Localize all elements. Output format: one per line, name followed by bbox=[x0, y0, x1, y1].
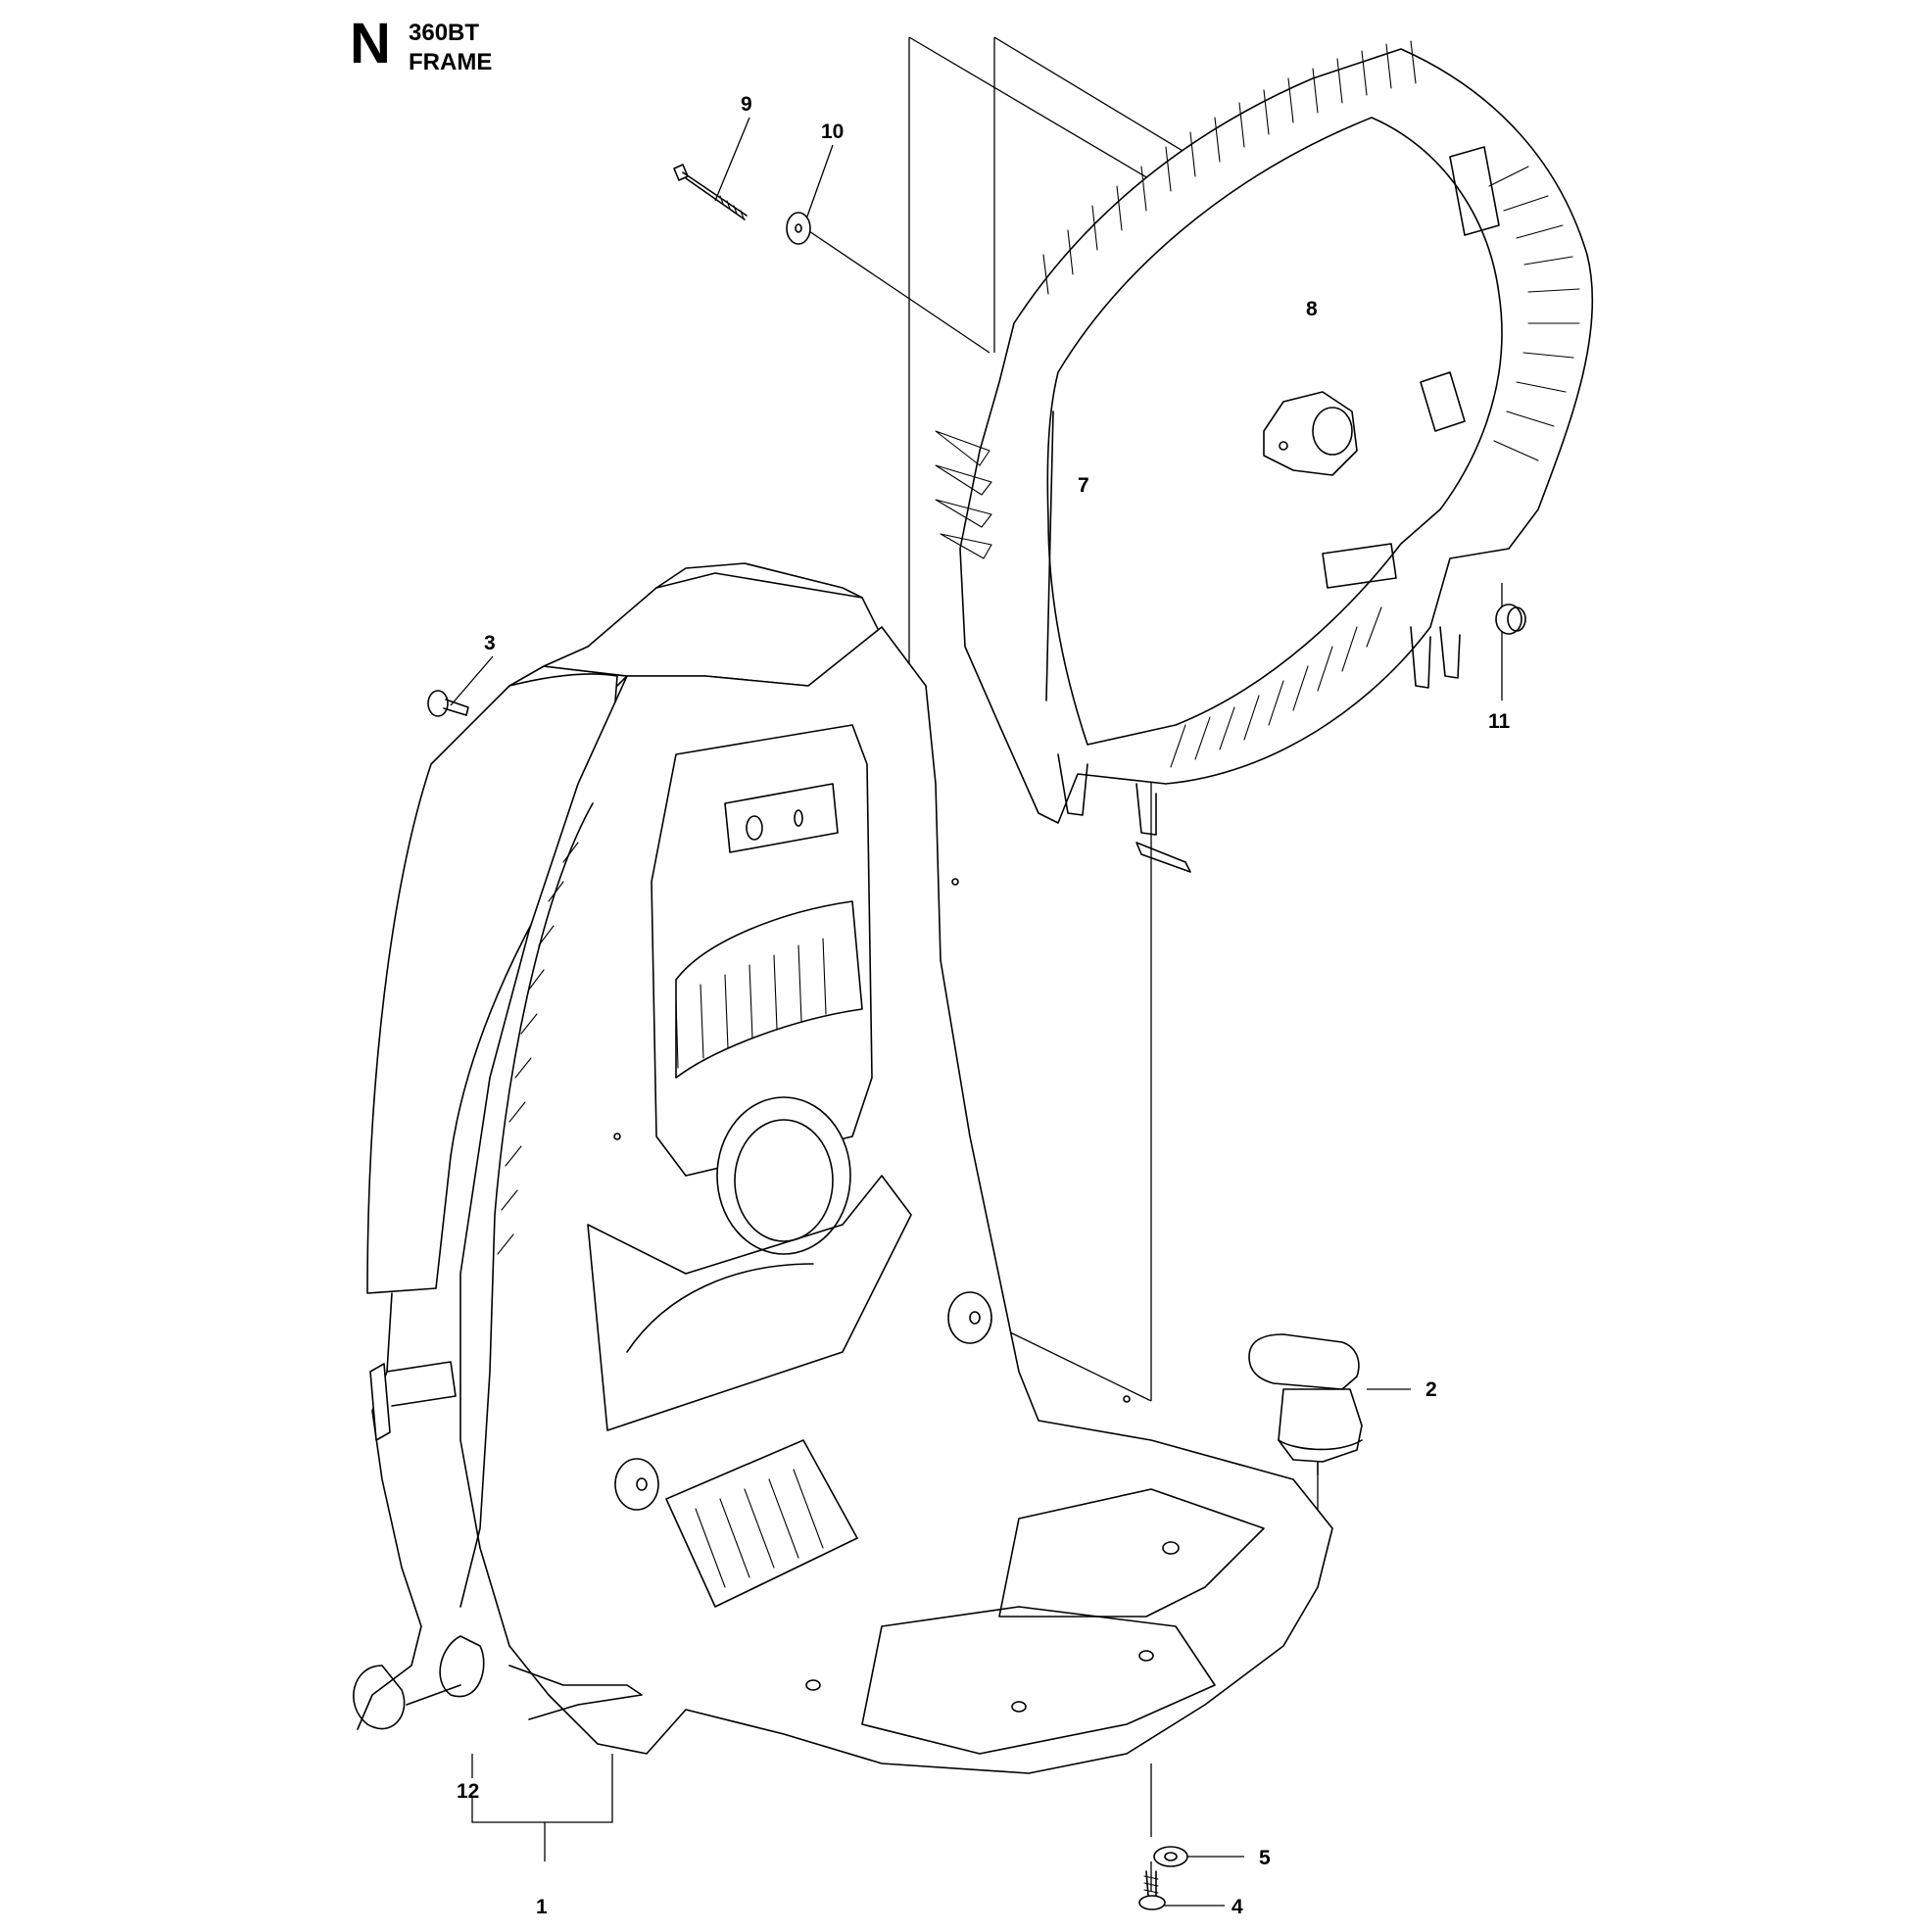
callout-9: 9 bbox=[741, 93, 752, 116]
washer-part-5 bbox=[1153, 1846, 1188, 1867]
screw-part-4 bbox=[1138, 1870, 1166, 1910]
model-number: 360BT bbox=[409, 20, 480, 46]
callout-12: 12 bbox=[457, 1780, 479, 1803]
callout-10: 10 bbox=[821, 121, 844, 143]
fan-housing-ring bbox=[935, 40, 1594, 873]
callout-8: 8 bbox=[1306, 298, 1318, 320]
callout-3: 3 bbox=[484, 632, 496, 654]
backpack-frame bbox=[353, 562, 1333, 1774]
callout-5: 5 bbox=[1259, 1847, 1271, 1869]
section-letter: N bbox=[350, 12, 391, 75]
callout-4: 4 bbox=[1232, 1896, 1243, 1918]
callout-1: 1 bbox=[536, 1896, 548, 1918]
bolt-part-9 bbox=[673, 164, 748, 220]
callout-2: 2 bbox=[1425, 1378, 1437, 1401]
section-title: FRAME bbox=[409, 49, 493, 75]
screw-part-3 bbox=[427, 690, 469, 717]
callout-labels: 1 2 3 4 5 7 8 9 10 11 12 bbox=[457, 93, 1511, 1918]
washer-part-10 bbox=[786, 212, 811, 245]
plug-part-11 bbox=[1495, 604, 1526, 635]
callout-7: 7 bbox=[1078, 474, 1089, 497]
callout-11: 11 bbox=[1488, 710, 1511, 733]
damper-part-8 bbox=[1263, 391, 1358, 476]
rubber-foot-part-2 bbox=[1248, 1333, 1363, 1475]
